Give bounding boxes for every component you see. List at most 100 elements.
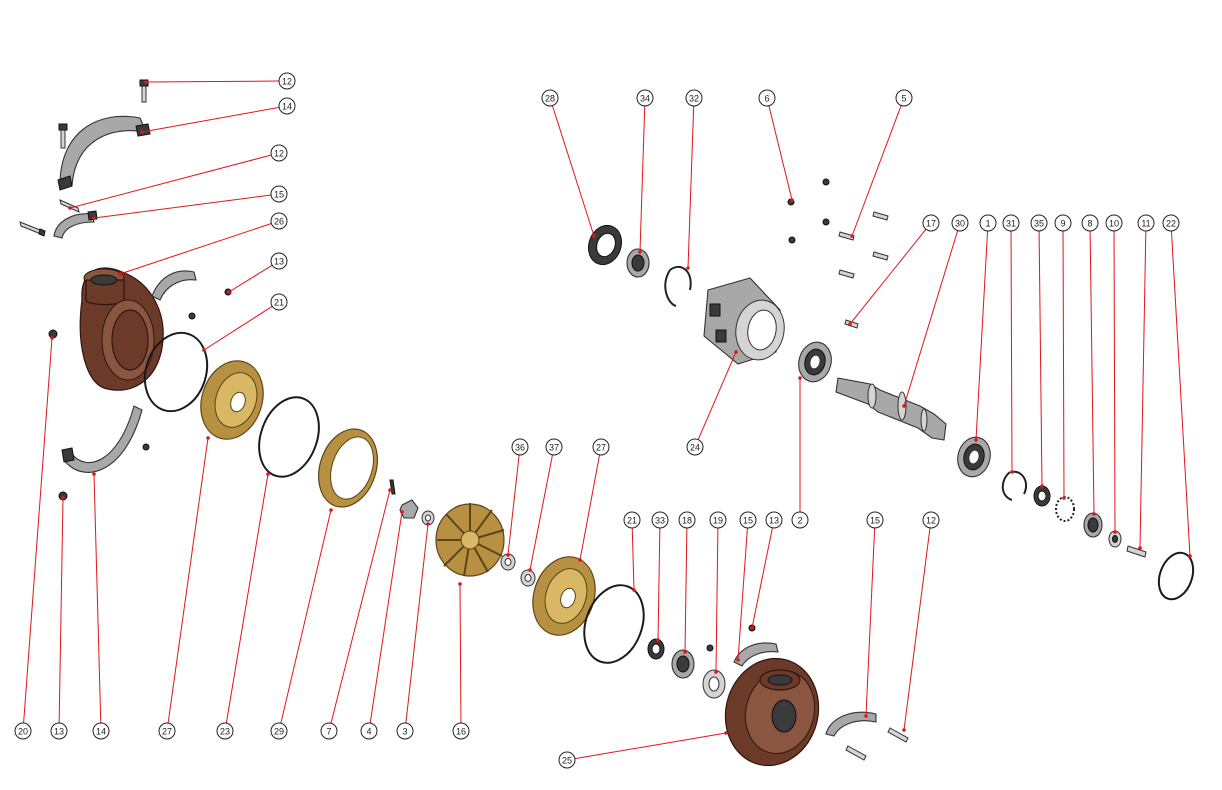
key-part <box>389 479 396 495</box>
callout-bubble: 15 <box>270 185 288 203</box>
callout-bubble: 18 <box>678 511 696 529</box>
callout-circle <box>791 511 809 529</box>
leader-tip <box>686 266 690 270</box>
callout-circle <box>1105 214 1123 232</box>
leader-line <box>1010 230 1013 473</box>
circlip-part <box>664 265 692 307</box>
callout-label: 28 <box>545 94 555 104</box>
leader-tip <box>683 650 687 654</box>
leader-line <box>405 523 429 724</box>
leader-tip <box>850 234 854 238</box>
callout-bubble: 14 <box>92 722 110 740</box>
callout-circle <box>1030 214 1048 232</box>
leader-line <box>1089 230 1095 515</box>
callout-label: 7 <box>326 727 331 737</box>
impeller-part <box>435 503 505 577</box>
leader-tip <box>506 553 510 557</box>
bolt-part <box>887 727 909 743</box>
leader-tip <box>974 438 978 442</box>
leader-line <box>145 80 280 83</box>
callout-bubble: 30 <box>951 214 969 232</box>
leader-line <box>1139 230 1147 549</box>
callout-bubble: 4 <box>360 722 378 740</box>
callout-circle <box>922 214 940 232</box>
callout-circle <box>592 438 610 456</box>
callout-circle <box>270 722 288 740</box>
leader-tip <box>68 206 72 210</box>
callout-circle <box>922 511 940 529</box>
leader-tip <box>864 714 868 718</box>
callout-label: 32 <box>689 94 699 104</box>
callout-bubble: 26 <box>270 212 288 230</box>
callout-label: 13 <box>769 516 779 526</box>
callout-bubble: 32 <box>685 89 703 107</box>
callout-bubble: 13 <box>50 722 68 740</box>
leader-line <box>684 527 688 653</box>
leader-line <box>369 511 403 724</box>
callout-label: 10 <box>1109 219 1119 229</box>
leader-tip <box>656 638 660 642</box>
callout-circle <box>1081 214 1099 232</box>
leader-tip <box>790 198 794 202</box>
small-clamp-part <box>19 199 98 239</box>
callout-bubble: 21 <box>623 511 641 529</box>
callout-label: 3 <box>402 727 407 737</box>
callout-label: 34 <box>640 94 650 104</box>
leader-line <box>579 454 601 561</box>
leader-line <box>330 489 391 724</box>
bearing-housing-part <box>703 277 785 365</box>
leader-line <box>529 454 553 571</box>
leader-line <box>687 105 695 269</box>
lip-seal-part <box>587 224 623 266</box>
callout-bubble: 28 <box>541 89 559 107</box>
leader-line <box>903 527 931 731</box>
volute-casing-part <box>79 267 164 391</box>
callout-bubble: 15 <box>739 511 757 529</box>
callout-label: 4 <box>366 727 371 737</box>
callout-circle <box>270 185 288 203</box>
callout-bubble: 9 <box>1054 214 1072 232</box>
callout-label: 12 <box>274 149 284 159</box>
callout-label: 19 <box>713 516 723 526</box>
leader-line <box>1170 230 1191 557</box>
back-casing-part <box>724 657 820 767</box>
leader-tip <box>848 322 852 326</box>
bolt-part <box>838 231 855 241</box>
leader-line <box>507 454 520 556</box>
leader-tip <box>329 508 333 512</box>
leader-line <box>141 106 280 133</box>
leader-tip <box>1138 546 1142 550</box>
callout-bubble: 33 <box>651 511 669 529</box>
clamp-half-part <box>151 270 197 301</box>
leader-tip <box>388 488 392 492</box>
leader-line <box>1062 230 1065 499</box>
callout-bubble: 31 <box>1002 214 1020 232</box>
leader-tip <box>1062 496 1066 500</box>
callout-bubble: 12 <box>278 72 296 90</box>
leader-tip <box>118 272 122 276</box>
leader-line <box>639 105 646 253</box>
bolt-part <box>845 745 867 761</box>
leader-tip <box>798 376 802 380</box>
callout-circle <box>1162 214 1180 232</box>
callout-circle <box>216 722 234 740</box>
leader-line <box>975 230 989 441</box>
callout-bubble: 14 <box>278 97 296 115</box>
callout-bubble: 16 <box>452 722 470 740</box>
callout-label: 27 <box>162 727 172 737</box>
callout-bubble: 13 <box>765 511 783 529</box>
callout-label: 33 <box>655 516 665 526</box>
leader-line <box>865 527 876 717</box>
callout-bubble: 5 <box>895 89 913 107</box>
callout-bubble: 29 <box>270 722 288 740</box>
leader-tip <box>206 436 210 440</box>
callout-circle <box>758 89 776 107</box>
circlip-part <box>1001 470 1028 501</box>
leader-line <box>459 583 462 724</box>
ball-bearing-part <box>798 341 832 383</box>
callout-label: 13 <box>54 727 64 737</box>
callout-bubble: 36 <box>511 438 529 456</box>
callout-circle <box>765 511 783 529</box>
